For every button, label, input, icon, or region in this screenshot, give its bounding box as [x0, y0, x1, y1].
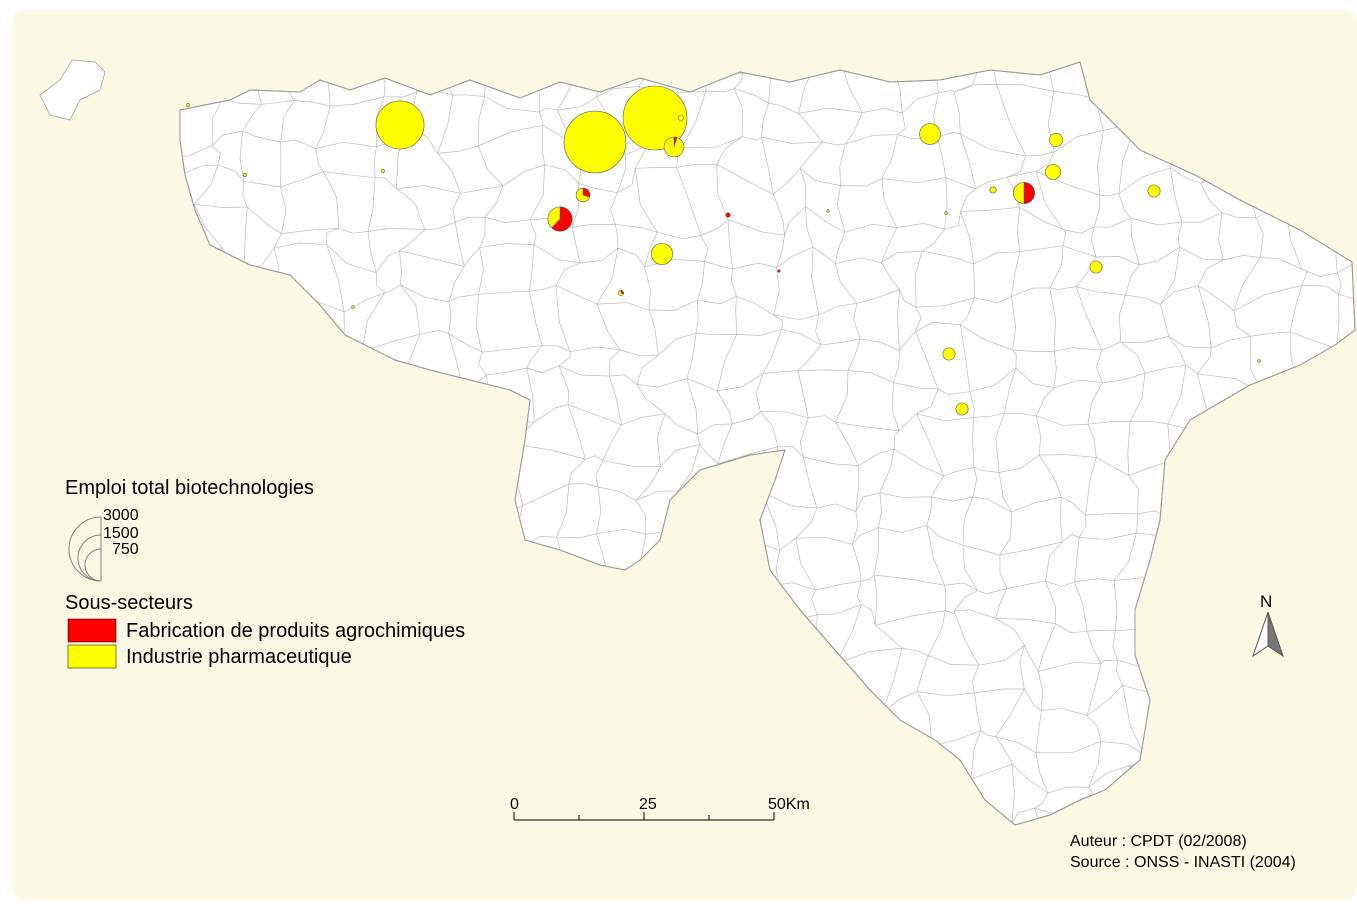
pie-symbol: [678, 115, 684, 121]
pie-wedge-agro: [551, 206, 573, 232]
legend-sector-title: Sous-secteurs: [65, 592, 193, 614]
pie-symbol: [563, 110, 627, 174]
scale-label-50: 50Km: [768, 796, 810, 813]
credits-author: Auteur : CPDT (02/2008): [1070, 833, 1247, 850]
pie-base: [1049, 133, 1063, 147]
pie-base: [1257, 359, 1261, 363]
pie-symbol: [944, 211, 948, 215]
legend-swatch-pharma: [67, 644, 117, 669]
pie-symbol: [777, 269, 781, 273]
pie-symbol: [375, 100, 425, 150]
pie-symbol: [1089, 260, 1103, 274]
pie-symbol: [618, 290, 624, 296]
north-arrow: N: [1252, 592, 1284, 658]
pie-symbol: [663, 136, 685, 158]
legend-size-3000: 3000: [103, 507, 139, 524]
legend: Emploi total biotechnologies 3000 1500 7…: [65, 477, 465, 669]
pie-base: [243, 173, 247, 177]
region-outline: [179, 61, 1356, 826]
proportional-symbols: [186, 85, 1261, 416]
pie-symbol: [351, 305, 355, 309]
pie-wedge-agro: [1023, 182, 1035, 204]
pie-base: [1147, 184, 1161, 198]
pie-symbol: [942, 347, 956, 361]
pie-symbol: [243, 173, 247, 177]
pie-base: [944, 211, 948, 215]
north-label: N: [1260, 592, 1272, 611]
pie-base: [622, 85, 688, 151]
pie-base: [989, 186, 997, 194]
pie-symbol: [1049, 133, 1063, 147]
north-arrow-icon: [1252, 611, 1284, 658]
pie-symbol: [575, 187, 591, 203]
pie-symbol: [955, 402, 969, 416]
pie-base: [381, 169, 385, 173]
pie-symbol: [1013, 182, 1035, 204]
pie-symbol: [381, 169, 385, 173]
scale-bar: 0 25 50Km: [510, 796, 810, 821]
pie-base: [955, 402, 969, 416]
legend-size-1500: 1500: [103, 525, 139, 542]
map-frame: Emploi total biotechnologies 3000 1500 7…: [12, 10, 1357, 900]
legend-label-pharma: Industrie pharmaceutique: [126, 646, 352, 668]
pie-base: [186, 103, 190, 107]
pie-base: [375, 100, 425, 150]
pie-base: [351, 305, 355, 309]
pie-symbol: [725, 212, 731, 218]
pie-wedge-agro: [673, 136, 678, 148]
pie-wedge-agro: [620, 290, 624, 295]
scale-label-0: 0: [510, 796, 519, 813]
pie-symbol: [1147, 184, 1161, 198]
scale-label-25: 25: [639, 796, 657, 813]
pie-symbol: [919, 123, 941, 145]
legend-swatch-agro: [67, 618, 117, 643]
legend-size-circles: [68, 510, 141, 590]
pie-symbol: [826, 209, 830, 213]
pie-base: [725, 212, 731, 218]
pie-base: [563, 110, 627, 174]
pie-base: [942, 347, 956, 361]
pie-symbol: [1045, 164, 1061, 180]
pie-base: [919, 123, 941, 145]
legend-label-agro: Fabrication de produits agrochimiques: [126, 620, 465, 642]
pie-symbol: [989, 186, 997, 194]
pie-base: [777, 269, 781, 273]
map-canvas: Emploi total biotechnologies 3000 1500 7…: [39, 59, 1356, 871]
pie-base: [826, 209, 830, 213]
pie-symbol: [186, 103, 190, 107]
legend-size-750: 750: [112, 541, 139, 558]
credits-source: Source : ONSS - INASTI (2004): [1070, 854, 1296, 871]
pie-base: [651, 243, 673, 265]
pie-base: [1089, 260, 1103, 274]
region-exclave: [39, 59, 106, 121]
pie-symbol: [1257, 359, 1261, 363]
pie-base: [1045, 164, 1061, 180]
pie-symbol: [622, 85, 688, 151]
pie-symbol: [651, 243, 673, 265]
legend-size-title: Emploi total biotechnologies: [65, 477, 314, 499]
pie-symbol: [547, 206, 573, 232]
pie-base: [678, 115, 684, 121]
pie-wedge-agro: [582, 187, 591, 198]
